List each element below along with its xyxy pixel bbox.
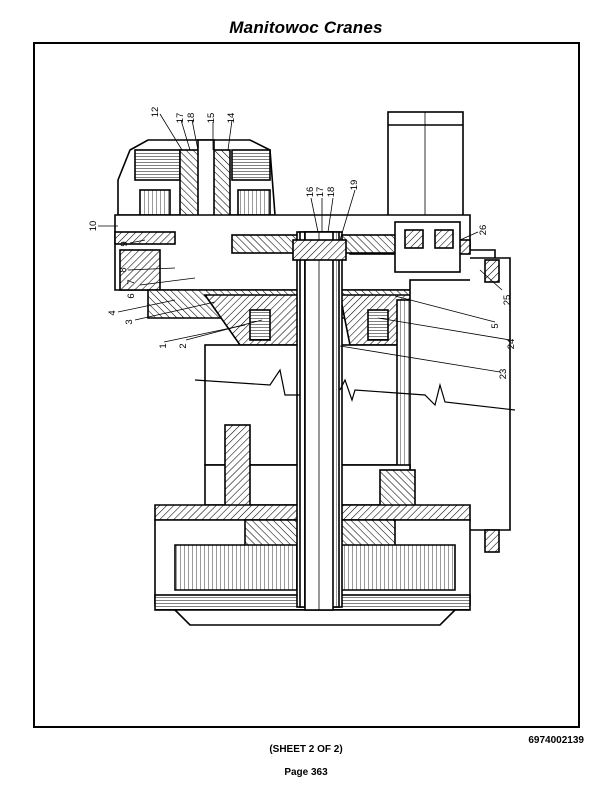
callout-label: 17 xyxy=(315,187,326,198)
callout-label: 18 xyxy=(326,187,337,198)
callout-label: 1 xyxy=(158,343,169,348)
callout-label: 3 xyxy=(124,319,135,324)
callout-label: 25 xyxy=(502,295,513,306)
callout-label: 4 xyxy=(107,310,118,315)
page-number: Page 363 xyxy=(284,767,328,778)
callout-label: 14 xyxy=(226,113,237,124)
callout-label: 17 xyxy=(175,113,186,124)
hydraulic-motor xyxy=(387,111,464,223)
sheet-label: (SHEET 2 OF 2) xyxy=(269,744,343,755)
document-number: 6974002139 xyxy=(528,735,584,746)
callout-labels: 12 17 18 15 14 10 9 8 7 6 4 3 2 1 16 17 … xyxy=(88,107,517,380)
callout-label: 15 xyxy=(206,113,217,124)
callout-label: 9 xyxy=(119,241,130,246)
drum-assembly-drawing: 12 17 18 15 14 10 9 8 7 6 4 3 2 1 16 17 … xyxy=(88,107,517,626)
callout-label: 6 xyxy=(126,293,137,298)
callout-label: 5 xyxy=(490,323,501,328)
callout-label: 10 xyxy=(88,221,99,232)
callout-label: 2 xyxy=(178,343,189,348)
callout-label: 23 xyxy=(498,369,509,380)
callout-label: 19 xyxy=(349,180,360,191)
callout-label: 7 xyxy=(126,279,137,284)
callout-label: 16 xyxy=(305,187,316,198)
callout-label: 8 xyxy=(118,267,129,272)
drawing-frame xyxy=(33,42,580,728)
callout-label: 26 xyxy=(478,225,489,236)
page-title: Manitowoc Cranes xyxy=(229,18,383,37)
callout-label: 12 xyxy=(150,107,161,118)
callout-label: 24 xyxy=(506,339,517,350)
callout-label: 18 xyxy=(186,113,197,124)
